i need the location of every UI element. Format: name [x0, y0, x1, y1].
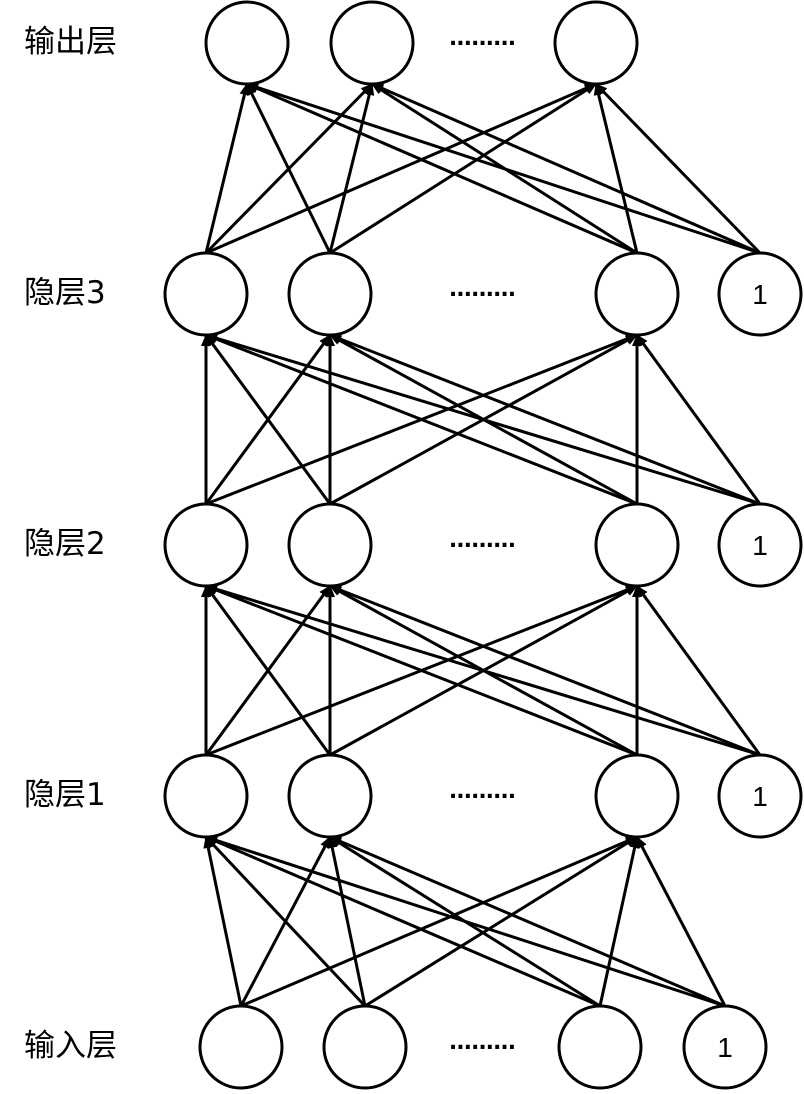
neuron-node-hidden2: [287, 502, 373, 588]
layer-label-input: 输入层: [24, 1028, 117, 1064]
connection-arrow: [205, 835, 601, 1008]
neuron-node-input: [557, 1004, 643, 1090]
connection-arrow: [205, 333, 638, 506]
neuron-nodes: 1 1 1 1: [163, 0, 803, 1090]
ellipsis-hidden3: .........: [449, 277, 515, 302]
ellipsis-hidden2: .........: [449, 528, 515, 553]
connection-arrow: [635, 334, 762, 505]
bias-label-hidden1: 1: [752, 781, 768, 812]
connection-arrow: [205, 333, 761, 506]
neuron-node-output: [204, 0, 290, 86]
connection-arrow: [205, 584, 761, 757]
connection-arrow: [204, 83, 250, 254]
connection-lines: [201, 82, 762, 1008]
connection-arrow: [204, 334, 332, 505]
neuron-node-hidden1: [163, 753, 249, 839]
connection-arrow: [364, 835, 638, 1008]
connection-arrow: [205, 584, 638, 757]
neuron-node-hidden2: [594, 502, 680, 588]
ellipsis-hidden1: .........: [449, 779, 515, 804]
connection-arrow: [327, 836, 367, 1007]
connection-arrow: [593, 83, 639, 254]
neuron-node-input: [198, 1004, 284, 1090]
connection-arrow: [329, 835, 726, 1008]
neuron-node-hidden3: [163, 251, 249, 337]
neuron-node-output: [329, 0, 415, 86]
neuron-node-hidden3: [594, 251, 680, 337]
connection-arrow: [245, 83, 332, 254]
neuron-node-hidden2: [163, 502, 249, 588]
connection-arrow: [594, 82, 762, 255]
connection-arrow: [203, 836, 243, 1007]
ellipsis-output: .........: [449, 26, 515, 51]
neuron-node-hidden1: [287, 753, 373, 839]
connection-arrow: [204, 585, 332, 756]
connection-arrow: [635, 836, 727, 1007]
bias-node-hidden3: [717, 251, 803, 337]
connection-arrow: [635, 585, 762, 756]
bias-label-input: 1: [717, 1032, 733, 1063]
connection-arrow: [204, 835, 367, 1008]
connection-arrow: [246, 82, 761, 255]
bias-node-hidden2: [717, 502, 803, 588]
layer-label-hidden1: 隐层1: [24, 777, 106, 813]
connection-arrow: [371, 82, 761, 255]
bias-label-hidden3: 1: [752, 279, 768, 310]
connection-arrow: [246, 82, 638, 255]
neuron-node-hidden1: [594, 753, 680, 839]
connection-arrow: [205, 82, 597, 255]
connection-arrow: [329, 584, 761, 757]
bias-node-hidden1: [717, 753, 803, 839]
bias-node-input: [682, 1004, 768, 1090]
neuron-node-input: [322, 1004, 408, 1090]
connection-arrow: [598, 836, 640, 1007]
ellipsis-markers: ........................................…: [449, 26, 516, 1055]
neuron-node-output: [553, 0, 639, 86]
bias-label-hidden2: 1: [752, 530, 768, 561]
layer-label-output: 输出层: [24, 24, 117, 60]
connection-arrow: [328, 83, 375, 254]
ellipsis-input: .........: [449, 1030, 515, 1055]
neuron-node-hidden3: [287, 251, 373, 337]
connection-arrow: [329, 333, 761, 506]
layer-label-hidden2: 隐层2: [24, 526, 106, 562]
connection-arrow: [205, 835, 726, 1008]
layer-label-hidden3: 隐层3: [24, 275, 106, 311]
connection-arrow: [329, 82, 597, 255]
connection-arrow: [240, 835, 638, 1008]
